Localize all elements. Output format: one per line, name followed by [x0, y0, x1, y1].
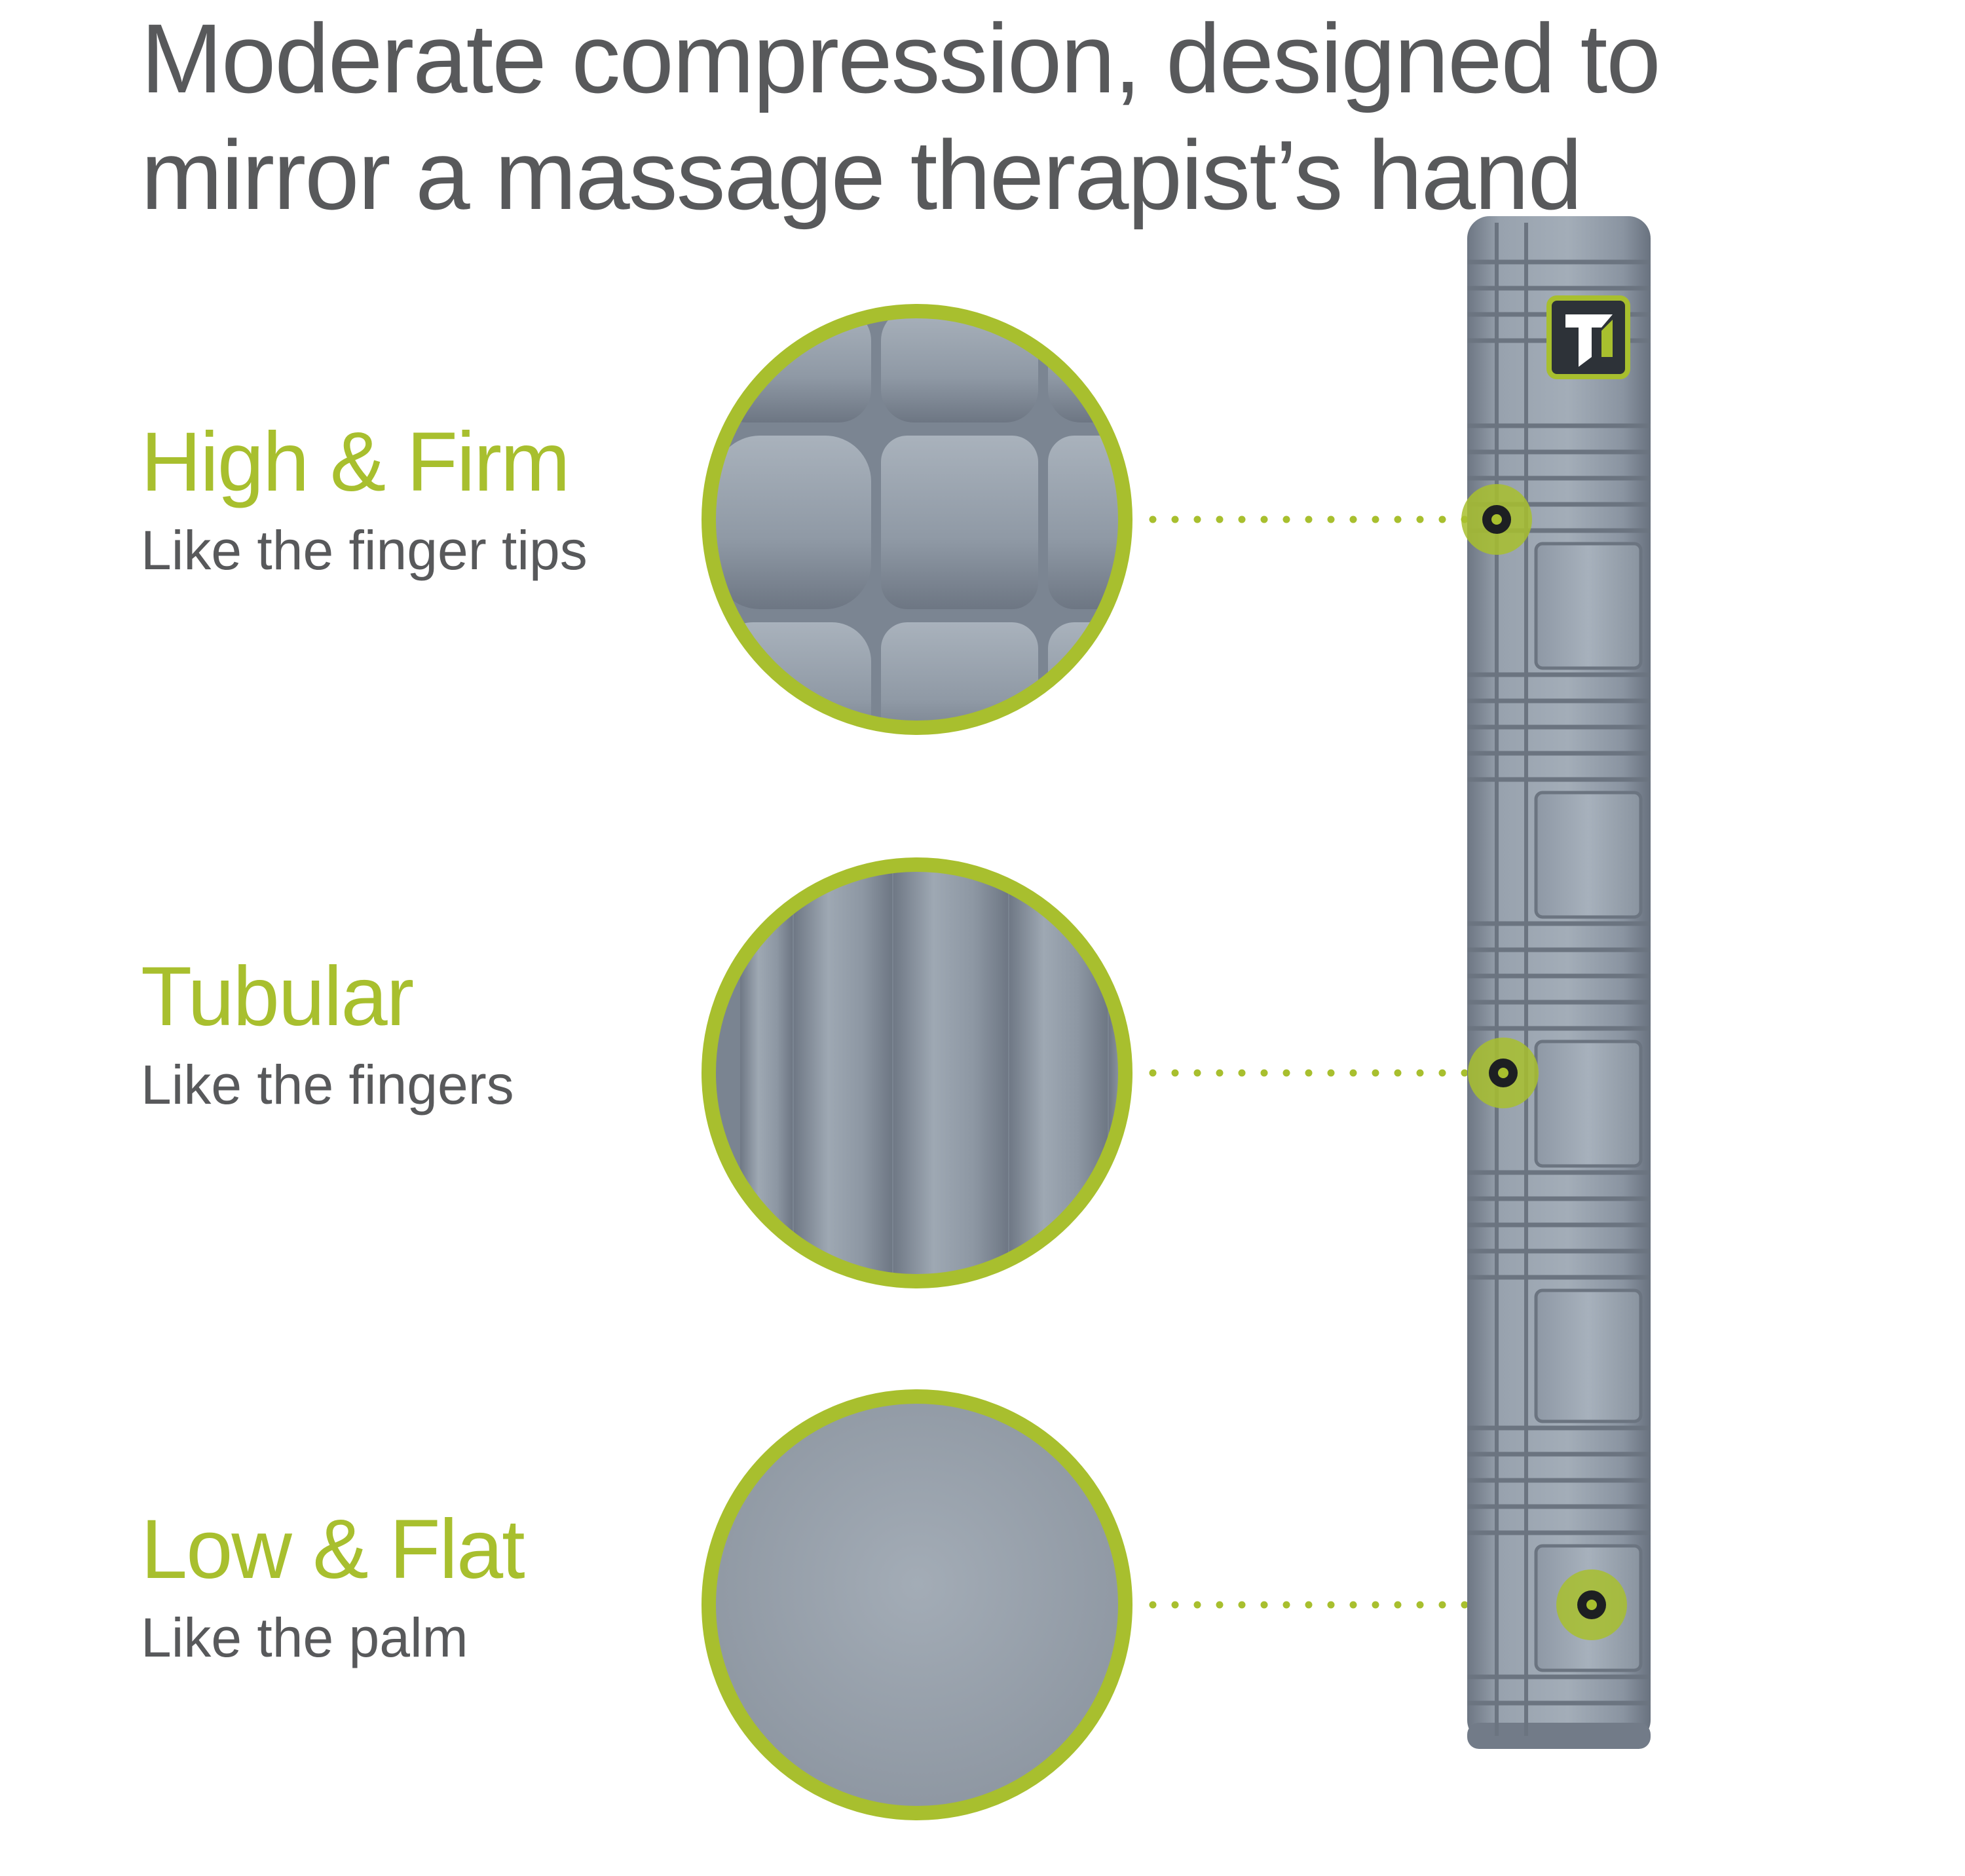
feature-description: Like the finger tips [141, 519, 588, 581]
headline-line-2: mirror a massage therapist’s hand [141, 120, 1582, 230]
triggerpoint-logo-icon [1546, 295, 1630, 379]
feature-description: Like the palm [141, 1607, 468, 1668]
feature-title: Low & Flat [141, 1503, 525, 1596]
roller-flat-blocks [1534, 542, 1643, 1672]
texture-circle-high-firm [702, 304, 1132, 735]
foam-roller [1467, 216, 1651, 1749]
target-marker-2 [1468, 1038, 1539, 1108]
texture-circle-low-flat [702, 1389, 1132, 1820]
page-headline: Moderate compression, designed to mirror… [141, 0, 1661, 233]
feature-tubular: Tubular Like the fingers [141, 951, 514, 1117]
headline-line-1: Moderate compression, designed to [141, 3, 1661, 113]
feature-title: High & Firm [141, 415, 571, 509]
texture-circle-tubular [702, 857, 1132, 1288]
feature-low-flat: Low & Flat Like the palm [141, 1503, 525, 1670]
feature-title: Tubular [141, 950, 414, 1043]
feature-description: Like the fingers [141, 1054, 514, 1116]
target-marker-3 [1556, 1569, 1627, 1640]
target-marker-1 [1461, 484, 1532, 555]
feature-high-firm: High & Firm Like the finger tips [141, 417, 588, 583]
